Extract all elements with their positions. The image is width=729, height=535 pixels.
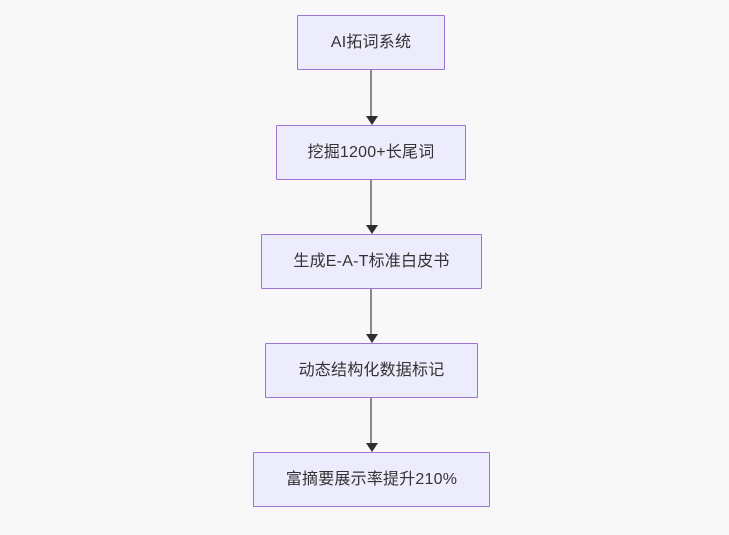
flow-node-label: 富摘要展示率提升210%	[285, 470, 458, 488]
flow-node-dynamic-structured-data-markup[interactable]: 动态结构化数据标记	[265, 343, 478, 398]
flow-edge-line	[370, 398, 372, 444]
arrow-head-icon	[366, 334, 378, 343]
flow-node-label: 生成E-A-T标准白皮书	[293, 252, 450, 270]
flow-node-mine-longtail-keywords[interactable]: 挖掘1200+长尾词	[276, 125, 466, 180]
flow-edge-line	[370, 70, 372, 117]
arrow-head-icon	[366, 225, 378, 234]
flow-node-rich-snippet-rate-increase[interactable]: 富摘要展示率提升210%	[253, 452, 490, 507]
flow-node-generate-eat-whitepaper[interactable]: 生成E-A-T标准白皮书	[261, 234, 482, 289]
flow-edge-line	[370, 289, 372, 335]
flow-edge-line	[370, 180, 372, 226]
flow-node-label: 动态结构化数据标记	[298, 361, 445, 379]
arrow-head-icon	[366, 116, 378, 125]
arrow-head-icon	[366, 443, 378, 452]
flow-node-label: AI拓词系统	[330, 33, 412, 51]
flow-node-ai-keyword-system[interactable]: AI拓词系统	[297, 15, 445, 70]
flow-node-label: 挖掘1200+长尾词	[307, 143, 435, 161]
